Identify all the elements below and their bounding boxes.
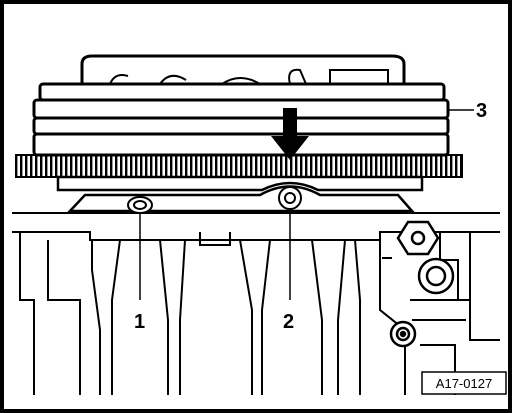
leader-lines [139,109,474,300]
small-bolt [389,320,417,348]
tool-stack [32,54,450,157]
callout-2: 2 [283,311,294,333]
reference-box [421,371,507,395]
hex-bolt [396,220,440,256]
boss [417,257,455,295]
callout-3: 3 [476,100,487,122]
bolt-center [278,186,302,210]
bolt-left [127,196,153,214]
engine-block [12,212,500,395]
gear-hub [56,175,424,192]
top-plate-details [109,68,389,85]
ring-gear [15,154,463,178]
reference-code: A17-0127 [436,376,492,391]
callout-1: 1 [134,311,145,333]
down-arrow-icon [271,108,309,160]
